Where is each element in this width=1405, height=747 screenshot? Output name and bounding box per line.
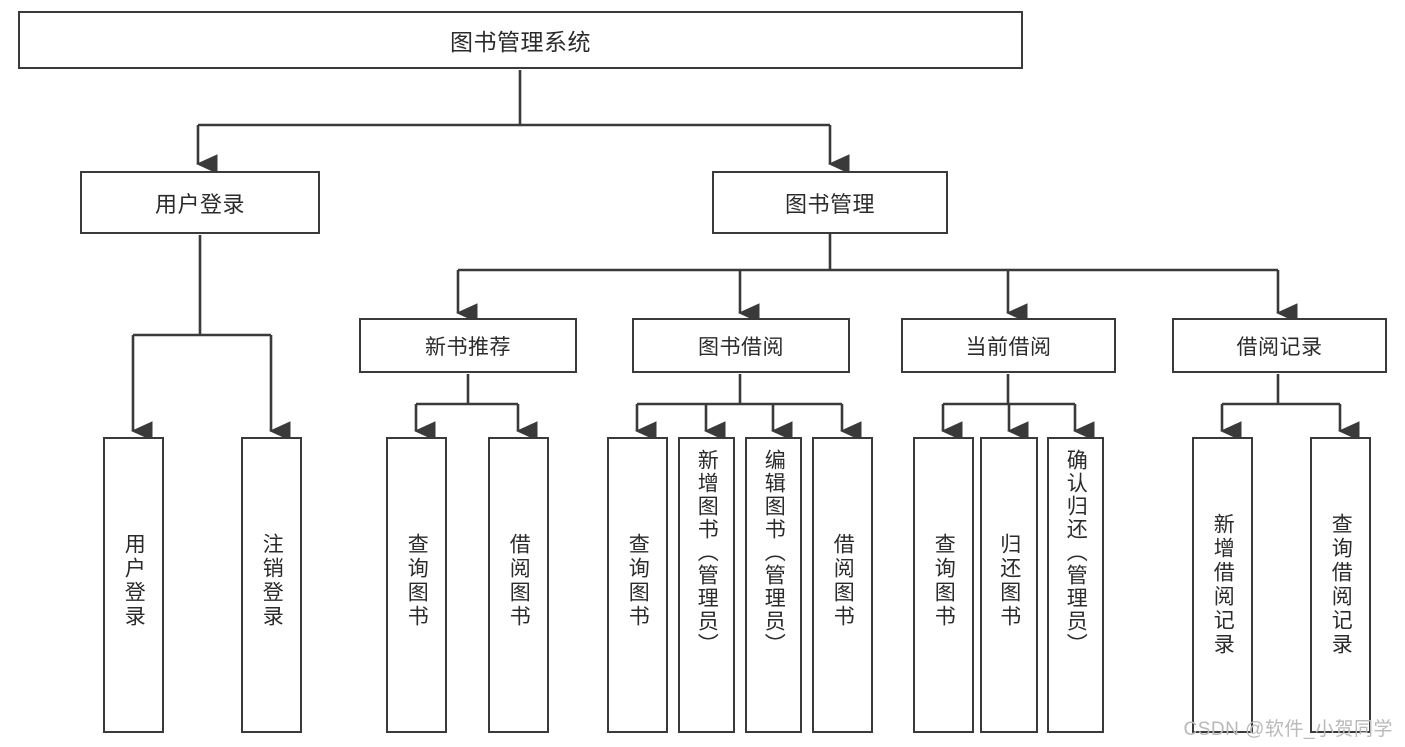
node-current-borrow[interactable]: 当前借阅 bbox=[901, 318, 1116, 373]
node-book-borrow[interactable]: 图书借阅 bbox=[632, 318, 850, 373]
leaf-new-book-borrow-book-label: 借阅图书 bbox=[507, 533, 531, 629]
leaf-current-borrow-return-book[interactable]: 归还图书 bbox=[980, 437, 1038, 733]
leaf-user-login-logout[interactable]: 注销登录 bbox=[241, 437, 302, 733]
leaf-borrow-record-query-record-label: 查询借阅记录 bbox=[1329, 513, 1353, 657]
leaf-user-login-logout-label: 注销登录 bbox=[260, 533, 284, 629]
leaf-book-borrow-query-book-label: 查询图书 bbox=[626, 533, 650, 629]
node-new-book-recommend[interactable]: 新书推荐 bbox=[359, 318, 577, 373]
leaf-current-borrow-confirm-return-admin[interactable]: 确认归还（管理员） bbox=[1047, 437, 1104, 733]
leaf-current-borrow-return-book-label: 归还图书 bbox=[997, 533, 1021, 629]
leaf-borrow-record-query-record[interactable]: 查询借阅记录 bbox=[1310, 437, 1371, 733]
node-new-book-recommend-label: 新书推荐 bbox=[425, 335, 511, 359]
node-borrow-record-label: 借阅记录 bbox=[1236, 335, 1323, 359]
node-book-borrow-label: 图书借阅 bbox=[698, 335, 784, 359]
leaf-new-book-query-book[interactable]: 查询图书 bbox=[386, 437, 447, 733]
leaf-book-borrow-query-book[interactable]: 查询图书 bbox=[607, 437, 668, 733]
node-current-borrow-label: 当前借阅 bbox=[965, 335, 1052, 359]
leaf-borrow-record-add-record-label: 新增借阅记录 bbox=[1211, 513, 1235, 657]
csdn-watermark: CSDN @软件_小贺同学 bbox=[1183, 719, 1393, 740]
leaf-borrow-record-add-record[interactable]: 新增借阅记录 bbox=[1192, 437, 1253, 733]
leaf-book-borrow-borrow-book[interactable]: 借阅图书 bbox=[812, 437, 873, 733]
leaf-current-borrow-query-book-label: 查询图书 bbox=[932, 533, 956, 629]
leaf-new-book-query-book-label: 查询图书 bbox=[405, 533, 429, 629]
node-user-login[interactable]: 用户登录 bbox=[80, 171, 320, 234]
leaf-book-borrow-edit-book-admin-label: 编辑图书（管理员） bbox=[762, 449, 786, 656]
leaf-user-login-login-label: 用户登录 bbox=[122, 533, 146, 629]
leaf-book-borrow-add-book-admin-label: 新增图书（管理员） bbox=[695, 449, 719, 656]
leaf-book-borrow-edit-book-admin[interactable]: 编辑图书（管理员） bbox=[745, 437, 802, 733]
node-root-book-management-system[interactable]: 图书管理系统 bbox=[18, 11, 1023, 69]
leaf-book-borrow-add-book-admin[interactable]: 新增图书（管理员） bbox=[678, 437, 735, 733]
node-book-management[interactable]: 图书管理 bbox=[712, 171, 948, 234]
node-root-label: 图书管理系统 bbox=[450, 29, 591, 55]
leaf-new-book-borrow-book[interactable]: 借阅图书 bbox=[488, 437, 549, 733]
node-user-login-label: 用户登录 bbox=[154, 191, 245, 217]
leaf-book-borrow-borrow-book-label: 借阅图书 bbox=[831, 533, 855, 629]
leaf-user-login-login[interactable]: 用户登录 bbox=[103, 437, 164, 733]
leaf-current-borrow-query-book[interactable]: 查询图书 bbox=[913, 437, 974, 733]
node-book-management-label: 图书管理 bbox=[784, 191, 875, 217]
leaf-current-borrow-confirm-return-admin-label: 确认归还（管理员） bbox=[1064, 449, 1088, 656]
node-borrow-record[interactable]: 借阅记录 bbox=[1172, 318, 1387, 373]
